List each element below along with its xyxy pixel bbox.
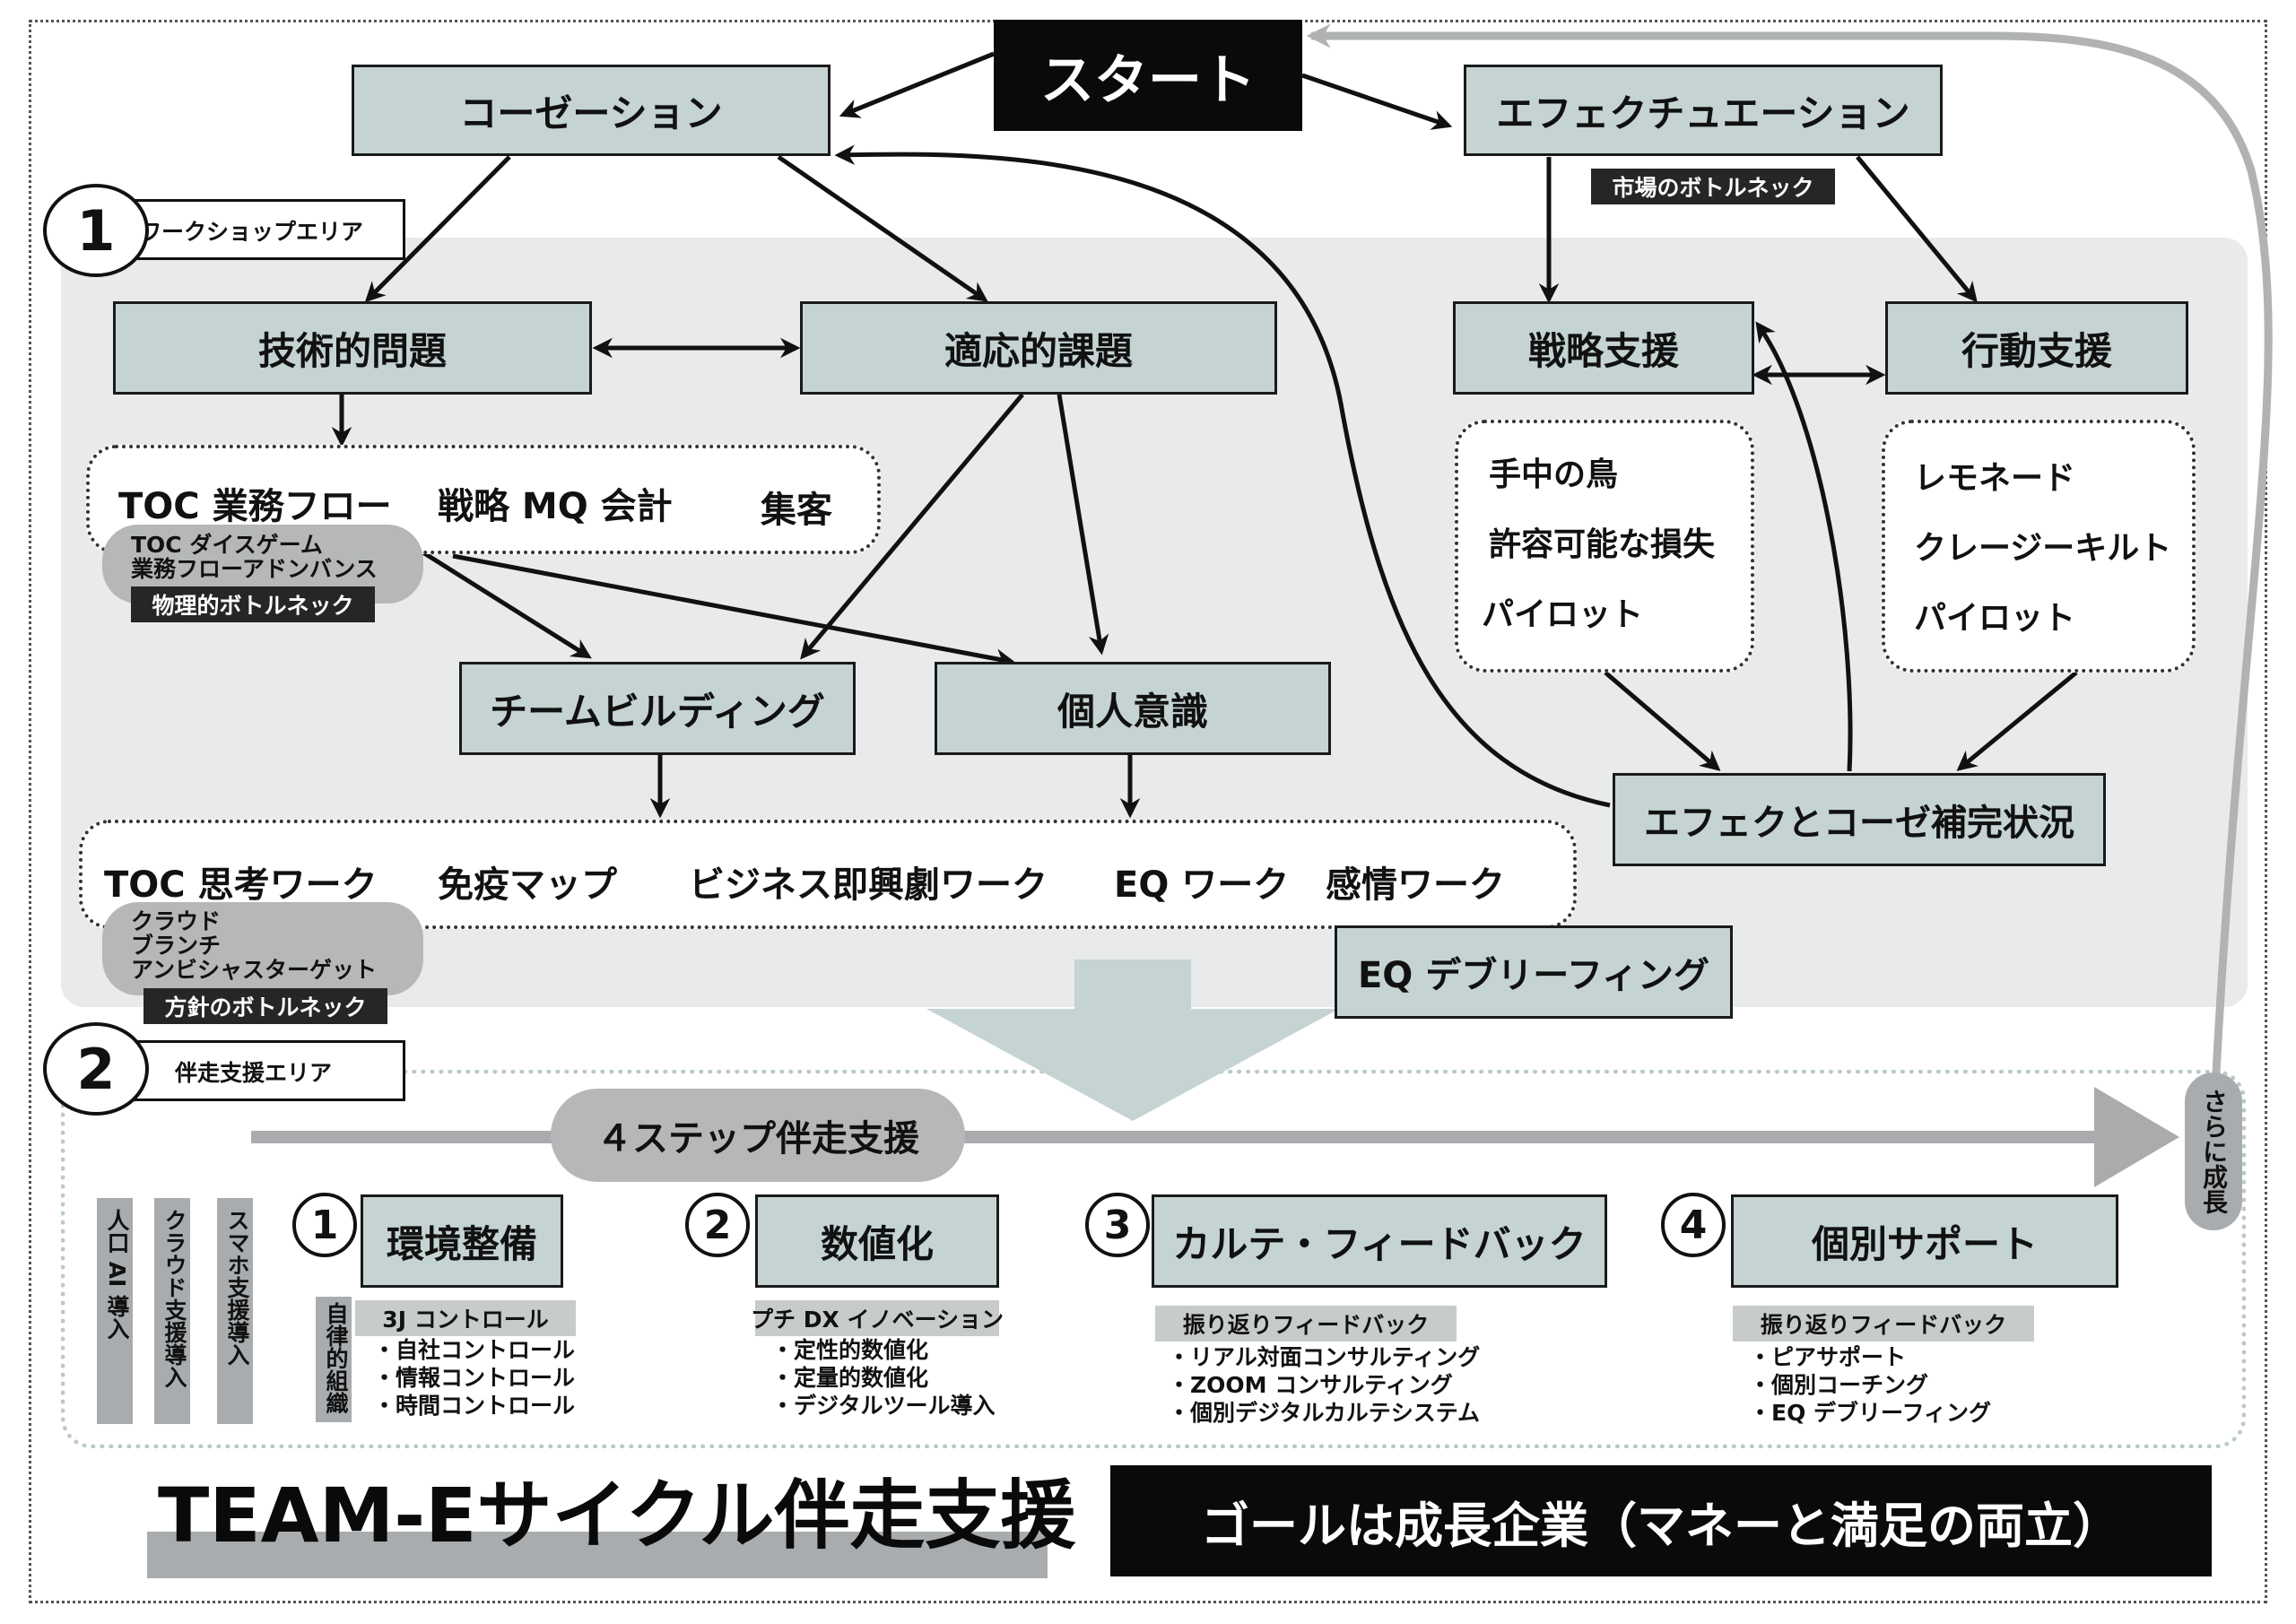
arrow-action-items-to-complement (1956, 671, 2078, 771)
action-items-box (1882, 420, 2196, 673)
market-bottleneck-tag: 市場のボトルネック (1591, 169, 1835, 204)
eq-debriefing-box: EQ デブリーフィング (1335, 925, 1733, 1019)
step2-item-3: ・デジタルツール導入 (771, 1393, 996, 1419)
arrow-start-to-causation (839, 51, 995, 118)
strategy-items-box (1455, 420, 1754, 673)
cloud-pill (102, 902, 423, 995)
steps-arrowhead (2094, 1087, 2179, 1187)
adaptive-box: 適応的課題 (800, 301, 1277, 395)
strategy-support-box: 戦略支援 (1453, 301, 1754, 395)
tech-items-box (86, 445, 881, 554)
main-title: TEAM-Eサイクル伴走支援 (158, 1472, 1076, 1559)
step2-head: プチ DX イノベーション (751, 1300, 1004, 1336)
action-item-pilot: パイロット (1914, 600, 2076, 637)
step4-number: 4 (1661, 1193, 1726, 1257)
step3-item-2: ・ZOOM コンサルティング (1168, 1372, 1453, 1398)
companion-number-circle: 2 (43, 1022, 149, 1116)
tech-item-toc-flow: TOC 業務フロー (118, 486, 392, 527)
step1-number: 1 (292, 1193, 357, 1257)
flow-advance-text: 業務フローアドンバンス (131, 556, 378, 582)
strategy-item-pilot: パイロット (1482, 596, 1644, 633)
complement-box: エフェクとコーゼ補完状況 (1613, 773, 2106, 866)
arrow-adaptive-to-team (800, 393, 1024, 660)
goal-box: ゴールは成長企業（マネーと満足の両立） (1110, 1465, 2212, 1576)
toc-game-text: TOC ダイスゲーム (131, 532, 323, 558)
step4-item-3: ・EQ デブリーフィング (1749, 1400, 1992, 1426)
personal-awareness-box: 個人意識 (935, 662, 1331, 755)
causation-box: コーゼーション (352, 65, 831, 156)
arrow-causation-to-adaptive (777, 154, 988, 302)
step4-item-1: ・ピアサポート (1749, 1344, 1907, 1370)
step2-title-box: 数値化 (755, 1194, 999, 1288)
work-item-emotion: 感情ワーク (1326, 864, 1505, 906)
team-building-box: チームビルディング (459, 662, 856, 755)
further-growth-pill: さらに成長 (2185, 1073, 2242, 1230)
work-item-toc: TOC 思考ワーク (104, 864, 378, 906)
companion-area-label-text: 伴走支援エリア (175, 1060, 333, 1086)
side-label-smartphone: スマホ支援導入 (217, 1198, 253, 1424)
work-item-eq: EQ ワーク (1114, 864, 1290, 906)
tech-item-mq: 戦略 MQ 会計 (438, 486, 673, 527)
ambitious-target-text: アンビシャスターゲット (131, 957, 378, 983)
step4-head: 振り返りフィードバック (1733, 1306, 2034, 1342)
strategy-item-loss: 許容可能な損失 (1489, 526, 1716, 563)
main-title-underline (147, 1532, 1048, 1578)
step1-title-box: 環境整備 (361, 1194, 563, 1288)
step3-number: 3 (1085, 1193, 1150, 1257)
step4-item-2: ・個別コーチング (1749, 1372, 1929, 1398)
step1-item-1: ・自社コントロール (373, 1337, 576, 1363)
step1-item-3: ・時間コントロール (373, 1393, 576, 1419)
action-support-box: 行動支援 (1885, 301, 2188, 395)
step2-item-1: ・定性的数値化 (771, 1337, 929, 1363)
side-label-ai: 人口 AI 導入 (97, 1198, 133, 1424)
autonomous-org-label: 自律的組織 (316, 1297, 352, 1422)
side-label-cloud: クラウド支援導入 (154, 1198, 190, 1424)
step3-item-3: ・個別デジタルカルテシステム (1168, 1400, 1481, 1426)
effectuation-box: エフェクチュエーション (1464, 65, 1943, 156)
arrow-causation-to-technical (364, 155, 511, 303)
arrow-effectuation-to-action (1856, 155, 1978, 303)
work-item-improv: ビジネス即興劇ワーク (689, 864, 1048, 906)
arrow-toc-to-personal (452, 553, 1016, 669)
arrow-strategy-items-to-complement (1604, 671, 1721, 771)
step2-number: 2 (685, 1193, 750, 1257)
curve-complement-to-causation (834, 144, 1611, 808)
step3-title-box: カルテ・フィードバック (1152, 1194, 1607, 1288)
arrow-toc-to-team (420, 549, 592, 659)
workshop-number-circle: 1 (43, 184, 149, 277)
tech-item-marketing: 集客 (761, 490, 832, 531)
step2-item-2: ・定量的数値化 (771, 1365, 929, 1391)
step4-title-box: 個別サポート (1731, 1194, 2118, 1288)
step1-head: 3J コントロール (355, 1300, 576, 1336)
action-item-lemonade: レモネード (1914, 460, 2076, 497)
workshop-area-label-text: ワークショップエリア (139, 219, 364, 245)
work-item-immunity: 免疫マップ (438, 864, 617, 906)
physical-bottleneck-tag: 物理的ボトルネック (131, 586, 375, 622)
cloud-text: クラウド (131, 908, 222, 934)
branch-text: ブランチ (131, 933, 222, 959)
strategy-item-bird: 手中の鳥 (1489, 456, 1619, 493)
action-item-crazy-quilt: クレージーキルト (1914, 530, 2172, 567)
step3-head: 振り返りフィードバック (1155, 1306, 1457, 1342)
big-down-arrow (926, 960, 1339, 1121)
policy-bottleneck-tag: 方針のボトルネック (144, 988, 387, 1024)
step3-item-1: ・リアル対面コンサルティング (1168, 1344, 1481, 1370)
step1-item-2: ・情報コントロール (373, 1365, 576, 1391)
arrow-adaptive-to-personal (1057, 394, 1109, 656)
start-box: スタート (994, 20, 1302, 131)
curve-complement-to-strategy (1755, 321, 1853, 772)
growth-loop-arrow (1306, 23, 2273, 1090)
technical-box: 技術的問題 (113, 301, 592, 395)
arrow-start-to-effectuation (1301, 73, 1453, 130)
four-steps-pill: ４ステップ伴走支援 (551, 1089, 965, 1182)
